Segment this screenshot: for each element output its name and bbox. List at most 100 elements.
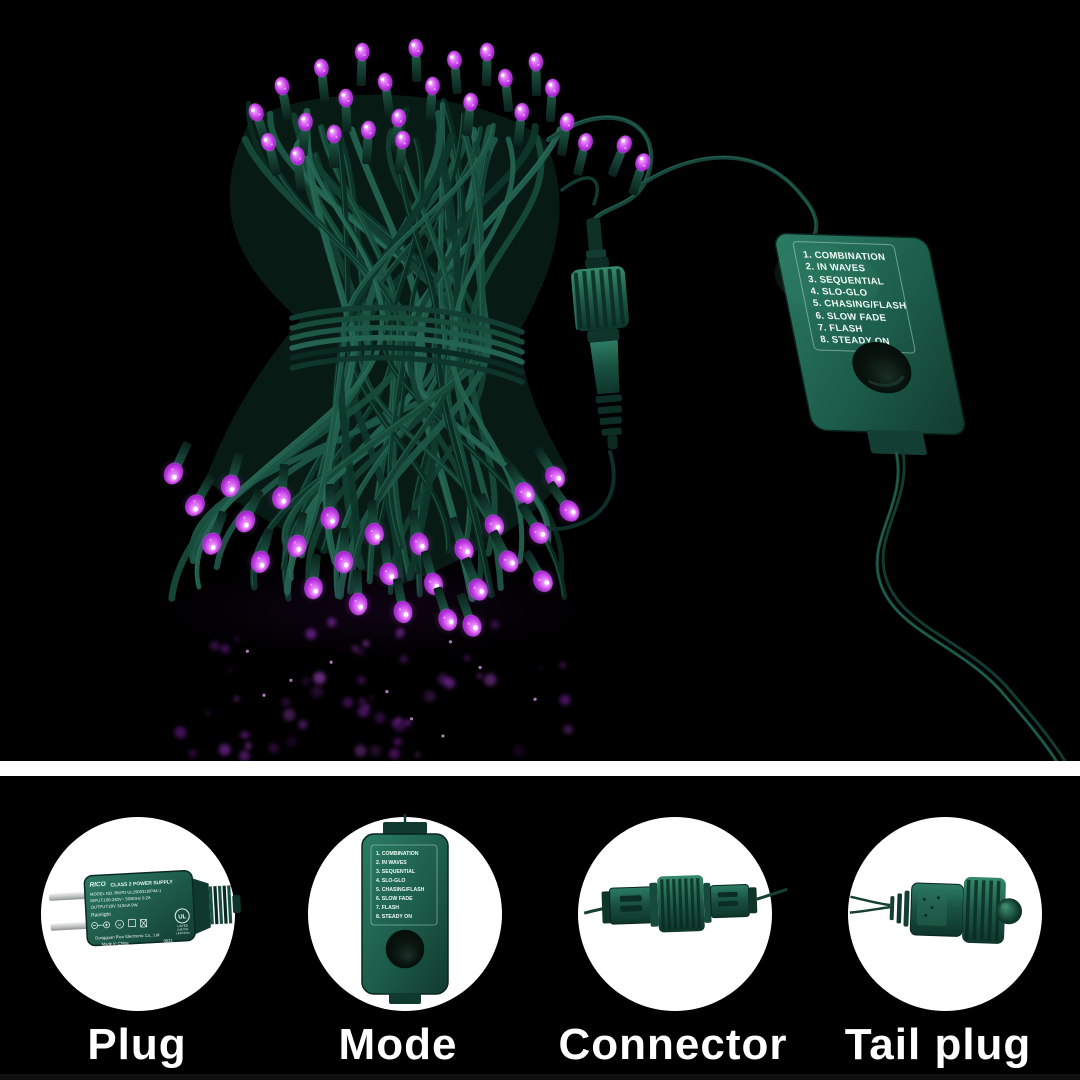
adapter-body — [83, 870, 196, 947]
adapter-input-line: INPUT:100-240V~ 50/60Hz 0.2A — [90, 895, 151, 903]
bulb-socket — [317, 75, 330, 103]
controller-mode-list: 1. COMBINATION 2. IN WAVES 3. SEQUENTIAL… — [802, 250, 907, 348]
bulb-socket — [501, 85, 514, 113]
mode-line-4: 4. SLO-GLO — [810, 286, 869, 299]
bulb-socket — [266, 149, 281, 176]
led-bulb — [315, 484, 345, 533]
bulb-reflection — [354, 744, 367, 757]
led-bulb — [459, 91, 482, 137]
led-bulbs-bottom — [158, 441, 585, 641]
bulb-reflection — [298, 719, 308, 730]
bulb-socket — [477, 493, 495, 520]
led-bulb — [541, 77, 564, 123]
led-bulb — [158, 441, 192, 489]
bulb-reflection — [286, 736, 297, 747]
led-bulb — [310, 57, 333, 103]
led-bulb — [518, 502, 555, 549]
bulb-reflection — [351, 645, 359, 653]
adapter-origin-line: Made in China — [101, 940, 129, 946]
mode-button — [385, 929, 425, 969]
bulb-reflection — [463, 654, 471, 662]
bulb-reflection — [374, 712, 386, 724]
bulb-socket — [513, 119, 525, 147]
mode-controller-list: 1. COMBINATION 2. IN WAVES 3. SEQUENTIAL… — [376, 851, 425, 920]
svg-text:1. COMBINATION: 1. COMBINATION — [376, 851, 419, 857]
led-bulb — [180, 474, 216, 521]
led-bulb — [534, 446, 571, 493]
mode-controller: 1. COMBINATION 2. IN WAVES 3. SEQUENTIAL… — [361, 814, 449, 1004]
bulb-reflection — [423, 690, 436, 703]
bulb-socket — [522, 550, 543, 576]
bulb-socket — [339, 527, 350, 555]
mode-line-2: 2. IN WAVES — [805, 261, 867, 274]
bulb-socket — [352, 569, 363, 597]
bulb-reflection — [484, 673, 497, 686]
adapter-company-line: Dongguan Rico Electronic Co., Ltd — [95, 932, 160, 940]
main-photo: 1. COMBINATION 2. IN WAVES 3. SEQUENTIAL… — [158, 37, 1067, 766]
inline-connector — [571, 217, 629, 450]
bulb-reflection — [403, 718, 412, 727]
adapter-coupler — [208, 885, 242, 925]
bulb-reflection — [533, 697, 537, 701]
led-bulb — [476, 41, 499, 87]
bulb-reflection — [539, 666, 544, 671]
led-bulb — [404, 37, 427, 83]
bulb-socket — [341, 105, 352, 133]
bulb-reflection — [399, 655, 408, 664]
bulb-socket — [607, 150, 625, 178]
wrap-strand — [289, 344, 525, 375]
bulb-socket — [245, 489, 264, 516]
led-bulb — [298, 553, 329, 603]
led-bulb — [573, 131, 597, 176]
wrap-strand — [289, 334, 525, 365]
led-bulb — [477, 493, 510, 541]
bulb-reflection — [244, 742, 252, 750]
bulb-reflection — [388, 748, 400, 760]
bulb-socket — [425, 93, 437, 121]
vi-efficiency-icon: VI — [115, 919, 124, 929]
bulb-reflection — [369, 695, 374, 700]
bulb-reflection — [357, 675, 366, 685]
led-bulb — [343, 569, 374, 619]
bulb-reflection — [513, 745, 525, 757]
bulb-reflection — [313, 671, 326, 685]
controller-button — [852, 342, 912, 394]
bulb-reflection — [262, 693, 266, 697]
bulb-reflection — [441, 734, 445, 738]
light-strand — [303, 108, 358, 566]
led-bulb — [230, 489, 264, 537]
svg-text:2. IN WAVES: 2. IN WAVES — [376, 860, 407, 866]
led-bulbs-top — [245, 37, 654, 196]
bulb-socket — [393, 577, 406, 605]
bulb-reflection — [239, 750, 250, 762]
led-bulb — [351, 41, 374, 87]
led-bulb — [432, 586, 463, 635]
bulb-reflection — [490, 620, 500, 629]
bulb-socket — [258, 528, 274, 555]
bottom-strip: RICO CLASS 2 POWER SUPPLY MODEL NO. RKPD… — [41, 814, 1042, 1069]
plug-adapter: RICO CLASS 2 POWER SUPPLY MODEL NO. RKPD… — [48, 870, 242, 947]
bulb-reflection — [393, 719, 406, 732]
bulb-socket — [573, 149, 588, 176]
bulb-reflection — [395, 629, 405, 639]
led-bulb — [607, 133, 636, 178]
power-cord — [875, 447, 1067, 766]
led-bulb — [245, 528, 276, 577]
bulb-reflection — [559, 694, 571, 706]
inset-label-tail-plug: Tail plug — [845, 1020, 1032, 1069]
svg-text:LED Driver: LED Driver — [176, 931, 190, 936]
bulb-socket — [448, 516, 465, 544]
led-bulb — [421, 75, 444, 121]
inset-label-mode: Mode — [339, 1020, 458, 1069]
led-bulb — [270, 75, 293, 121]
controller-box: 1. COMBINATION 2. IN WAVES 3. SEQUENTIAL… — [774, 232, 966, 456]
led-bulb — [456, 592, 488, 641]
bulb-reflection — [245, 649, 249, 653]
bulb-socket — [228, 452, 244, 479]
controller-strain-tab — [867, 429, 927, 456]
bulb-socket — [461, 556, 479, 584]
bulb-socket — [456, 592, 473, 620]
bulb-socket — [379, 539, 392, 567]
mode-line-7: 7. FLASH — [817, 323, 864, 335]
led-bulb — [524, 51, 547, 97]
